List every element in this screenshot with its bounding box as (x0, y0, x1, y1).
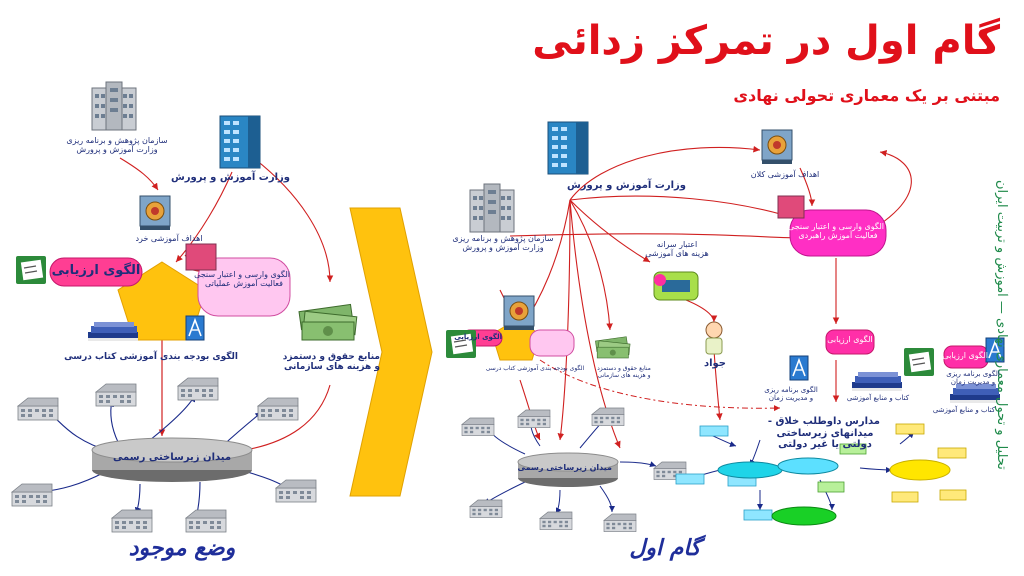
ministry-label: وزارت آموزش و پرورش (170, 172, 290, 183)
yellow-field-ellipse (889, 459, 951, 481)
ministry-building-icon (219, 115, 261, 169)
research-org-building-icon (469, 183, 515, 233)
school-icon (591, 407, 625, 427)
small-evaluation-label: الگوی ارزیابی (454, 333, 502, 341)
school-icon (11, 483, 53, 507)
macro-goals-safe-icon (761, 129, 793, 165)
evaluation-clipboard-icon (15, 255, 47, 285)
supervision-folder-icon (777, 195, 805, 219)
infrastructure-field-label-right: میدان زیرساختی رسمی (517, 463, 613, 472)
evaluation-pattern-label-center: الگوی ارزیابی (827, 335, 873, 344)
left-caption: وضع موجود (128, 536, 236, 561)
strategic-supervision-box (789, 209, 887, 257)
evaluation-pattern-label-right: الگوی ارزیابی (942, 351, 988, 360)
micro-goals-safe-icon (139, 195, 171, 231)
page-title: گام اول در تمرکز زدائی (532, 18, 1000, 64)
green-school-icon (817, 443, 867, 493)
page-subtitle: مبتنی بر یک معماری تحولی نهادی (733, 86, 1000, 105)
infrastructure-field-label: میدان زیرساختی رسمی (112, 452, 232, 463)
micro-goals-label: اهداف آموزشی خرد (135, 234, 203, 243)
supervision-pattern-box (197, 257, 291, 317)
planning-measure-icon (789, 355, 809, 381)
voucher-student-icon (705, 321, 723, 339)
cyan-field-ellipse (717, 461, 783, 479)
research-org-building-icon (91, 81, 137, 131)
school-icon (275, 479, 317, 503)
school-icon (517, 409, 551, 429)
school-icon (95, 383, 137, 407)
evaluation-pattern-box (49, 257, 143, 287)
small-goals-safe-icon (503, 295, 535, 331)
books-resources-icon (852, 372, 902, 391)
supervision-folder-icon (185, 243, 217, 271)
evaluation-clipboard-icon (903, 347, 935, 377)
books-resources-label-right: کتاب و منابع آموزشی (932, 406, 996, 414)
cyan-field-ellipse (777, 457, 839, 475)
evaluation-pattern-label: الگوی ارزیابی (51, 263, 141, 278)
budget-measure-icon (185, 315, 205, 341)
evaluation-pattern-box-center (825, 329, 875, 355)
budget-pattern-label: الگوی بودجه بندی آموزشی کتاب درسی (64, 352, 238, 362)
side-caption: تحلیل و تحول معماری نهادی — آموزش و تربی… (994, 180, 1009, 470)
school-icon (469, 499, 503, 519)
school-icon (177, 377, 219, 401)
green-field-ellipse (771, 506, 837, 526)
school-icon (461, 417, 495, 437)
voucher-label: جواد (703, 358, 727, 369)
ministry-label-right: وزارت آموزش و پرورش (566, 180, 686, 191)
cyan-school-icon (675, 425, 773, 521)
books-resources-label: کتاب و منابع آموزشی (846, 394, 910, 402)
transition-chevron (349, 207, 433, 497)
small-budget-label: الگوی بودجه بندی آموزشی کتاب درسی (485, 365, 585, 372)
school-icon (257, 397, 299, 421)
small-funds-money-icon (595, 336, 631, 359)
textbook-stack-icon (88, 322, 138, 341)
funds-money-icon (298, 303, 358, 341)
ministry-building-icon (547, 121, 589, 175)
school-icon (17, 397, 59, 421)
school-icon (111, 509, 153, 533)
right-caption: گام اول (629, 536, 701, 561)
yellow-school-icon (891, 423, 967, 503)
school-icon (185, 509, 227, 533)
school-icon (539, 511, 573, 530)
small-supervision-box (529, 329, 575, 357)
school-icon (603, 513, 637, 532)
macro-goals-label: اهداف آموزشی کلان (750, 170, 820, 179)
